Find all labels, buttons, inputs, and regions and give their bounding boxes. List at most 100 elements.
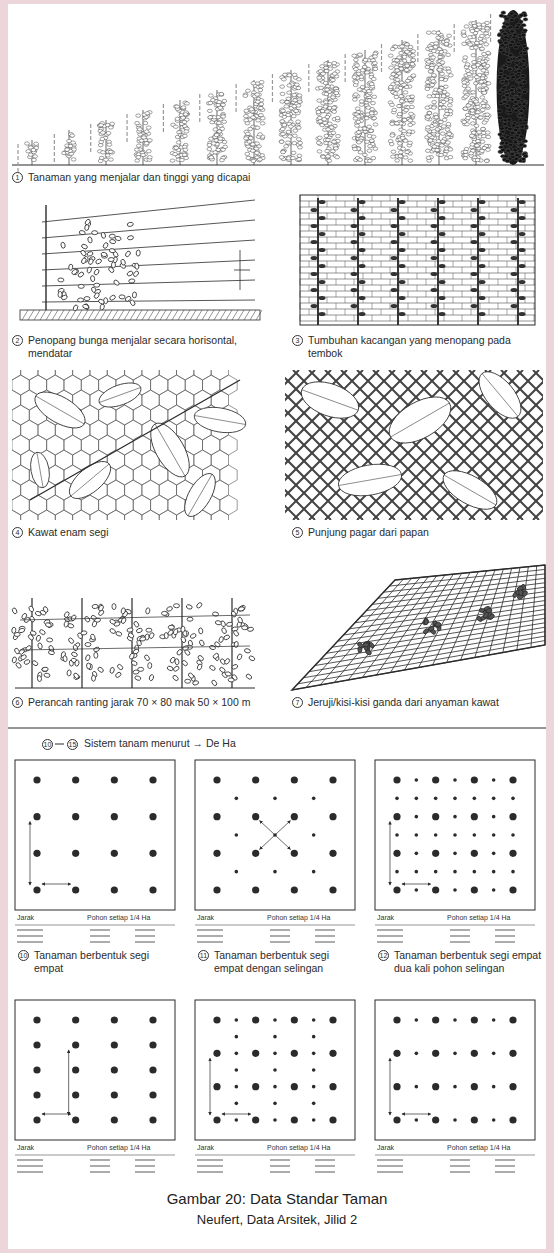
climbing-plants-figure-part (126, 126, 127, 130)
climbing-plants-figure-part (246, 89, 251, 92)
climbing-plants-figure-part (392, 108, 397, 111)
climbing-plants-figure-part (292, 134, 297, 137)
climbing-plants-figure-part (395, 78, 400, 81)
climbing-plants-figure-part (505, 159, 510, 162)
horizontal-support-figure-part (92, 231, 98, 235)
climbing-plants-figure-part (331, 96, 336, 99)
climbing-plants-figure-part (185, 102, 190, 105)
climbing-plants-figure-part (147, 156, 152, 159)
climbing-plants-figure-part (324, 92, 329, 95)
climbing-plants-figure-part (280, 120, 285, 123)
climbing-plants-figure-part (472, 131, 477, 134)
wall-climber-figure-part (444, 219, 445, 225)
horizontal-support-figure-part (226, 310, 232, 320)
climbing-plants-figure-part (332, 110, 337, 113)
climbing-plants-figure-part (461, 30, 466, 33)
climbing-plants-figure-part (475, 111, 480, 114)
wall-climber-figure-part (336, 207, 337, 213)
climbing-plants-figure-part (363, 58, 368, 61)
climbing-plants-figure-part (482, 84, 487, 87)
climbing-plants-figure-part (174, 146, 179, 149)
climbing-plants-figure-part (523, 29, 528, 32)
climbing-plants-figure-part (369, 82, 374, 85)
climbing-plants-figure-part (490, 14, 491, 18)
climbing-plants-figure-part (381, 56, 382, 60)
climbing-plants-figure-part (216, 121, 221, 124)
climbing-plants-figure-part (180, 158, 185, 161)
climbing-plants-figure-part (426, 31, 431, 34)
wall-climber-figure-part (300, 201, 535, 202)
climbing-plants-figure-part (373, 55, 378, 58)
climbing-plants-figure-part (317, 150, 322, 153)
climbing-plants-figure-part (280, 127, 285, 130)
wall-climber-figure-part (444, 195, 445, 201)
climbing-plants-figure-part (411, 59, 416, 62)
climbing-plants-figure-part (272, 86, 273, 90)
climbing-plants-figure-part (507, 68, 512, 71)
horizontal-support-figure-part-part (109, 239, 116, 244)
horizontal-support-figure-part (86, 251, 93, 257)
horizontal-support-figure-part-part (109, 294, 116, 301)
climbing-plants-figure-part (373, 67, 378, 70)
climbing-plants-figure-part (284, 100, 289, 103)
horizontal-support-figure-part-part (58, 291, 62, 297)
climbing-plants-figure-part (502, 100, 507, 103)
climbing-plants-figure-part (441, 106, 446, 109)
climbing-plants-figure-part (500, 142, 505, 145)
climbing-plants-figure-part (54, 140, 55, 144)
climbing-plants-figure-part (485, 113, 490, 116)
climbing-plants-figure-part (462, 84, 467, 87)
climbing-plants-figure-part (65, 148, 70, 151)
climbing-plants-figure-part (410, 105, 415, 108)
climbing-plants-figure-part (441, 106, 446, 109)
climbing-plants-figure-part (509, 89, 514, 92)
climbing-plants-figure-part (367, 149, 372, 152)
climbing-plants-figure-part (479, 47, 484, 50)
wall-climber-figure-part (462, 219, 463, 225)
climbing-plants-figure-part (367, 99, 372, 102)
climbing-plants-figure-part (199, 118, 200, 122)
climbing-plants-figure-part (163, 128, 164, 132)
climbing-plants-figure-part (474, 75, 479, 78)
climbing-plants-figure-part (405, 150, 410, 153)
climbing-plants-figure-part (175, 117, 180, 120)
climbing-plants-figure-part (250, 149, 255, 152)
horizontal-support-figure-part (46, 310, 52, 320)
climbing-plants-figure-part (356, 131, 361, 134)
horizontal-support-figure-part (133, 270, 140, 277)
climbing-plants-figure-part (425, 87, 430, 90)
climbing-plants-figure-part (428, 139, 433, 142)
climbing-plants-figure-part (490, 32, 491, 36)
climbing-plants-figure-part (391, 150, 396, 153)
climbing-plants-figure-part (499, 69, 504, 72)
climbing-plants-figure-part (510, 92, 515, 95)
climbing-plants-figure-part (400, 95, 405, 98)
climbing-plants-figure-part (417, 40, 418, 44)
climbing-plants-figure-part (220, 127, 225, 130)
climbing-plants-figure-part (398, 150, 403, 153)
climbing-plants-figure-part (468, 77, 473, 80)
climbing-plants-figure-part (145, 112, 150, 115)
climbing-plants-figure-part (394, 95, 399, 98)
climbing-plants-figure-part (358, 127, 363, 130)
horizontal-support-figure-part (42, 240, 255, 254)
climbing-plants-figure-part (279, 156, 284, 159)
horizontal-support-figure-part-part (90, 275, 95, 282)
horizontal-support-figure-part-part (86, 267, 92, 274)
wall-climber-figure-part (381, 201, 382, 207)
climbing-plants-figure-part (298, 141, 303, 144)
climbing-plants-figure-part (476, 23, 481, 26)
climbing-plants-figure-part (427, 134, 432, 137)
climbing-plants-figure-part (108, 126, 113, 129)
horizontal-support-figure-part (102, 242, 108, 249)
horizontal-support-figure-part-part (84, 297, 90, 301)
horizontal-support-figure-part (34, 310, 40, 320)
climbing-plants-figure-part (522, 52, 527, 55)
climbing-plants-figure-part (513, 14, 518, 17)
climbing-plants-figure-part (345, 54, 346, 58)
climbing-plants-figure-part (518, 20, 523, 23)
wall-climber-figure-part (498, 207, 499, 213)
wall-climber-figure-part (453, 213, 454, 219)
climbing-plants-figure-part (207, 109, 212, 112)
